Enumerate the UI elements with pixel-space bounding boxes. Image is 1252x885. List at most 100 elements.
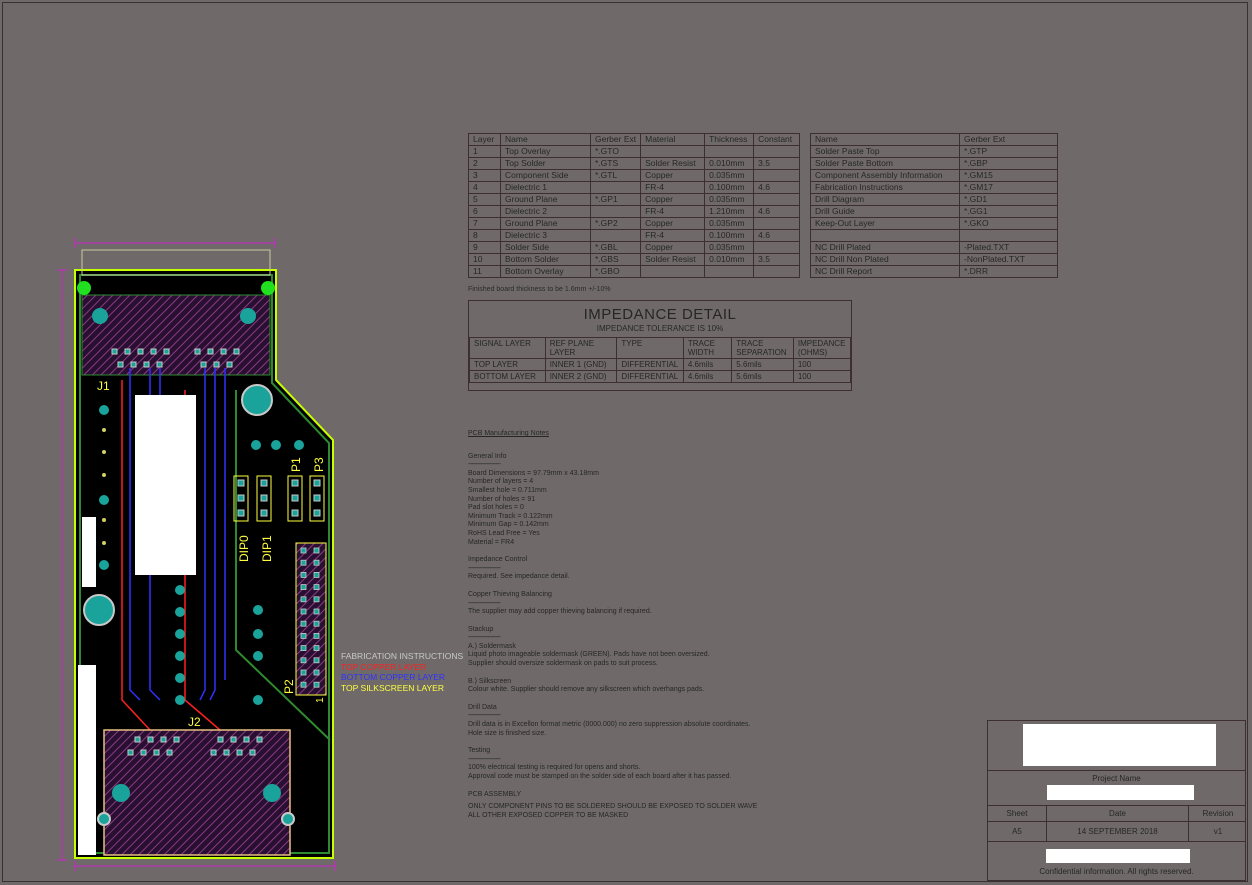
- stack-cell: Material: [640, 133, 706, 146]
- stack-cell: Ground Plane: [500, 217, 591, 230]
- j1-mount-pad-left: [77, 281, 91, 295]
- output-cell: *.GG1: [959, 205, 1058, 218]
- output-row: Solder Paste Bottom*.GBP: [810, 157, 1058, 170]
- company-placeholder: [1046, 849, 1190, 863]
- output-cell: *.GD1: [959, 193, 1058, 206]
- silkscreen-line: Colour white. Supplier should remove any…: [468, 686, 705, 694]
- stack-cell: *.GTS: [589, 157, 642, 170]
- stack-cell: Gerber Ext: [589, 133, 642, 146]
- stack-cell: Top Overlay: [500, 145, 591, 158]
- output-cell: NC Drill Report: [810, 265, 960, 278]
- j2-mount-pad-left: [97, 812, 111, 826]
- stack-cell: 4.6: [753, 205, 801, 218]
- stack-cell: [753, 217, 801, 230]
- thieving-line: The supplier may add copper thieving bal…: [468, 608, 652, 616]
- p2-pin: [313, 572, 320, 578]
- left-via-column: [99, 405, 109, 570]
- stack-cell: Name: [500, 133, 591, 146]
- testing-line-2: Approval code must be stamped on the sol…: [468, 773, 732, 780]
- output-row: Solder Paste Top*.GTP: [810, 145, 1058, 158]
- stack-cell: 9: [468, 241, 501, 254]
- p2-pin: [300, 559, 307, 566]
- output-cell: Keep-Out Layer: [810, 217, 960, 230]
- j1-connector-body: [81, 294, 271, 376]
- output-cell: *.DRR: [959, 265, 1058, 278]
- stack-cell: [753, 265, 801, 278]
- project-name-placeholder: [1047, 785, 1194, 800]
- stack-cell: 0.100mm: [704, 229, 755, 242]
- impedance-cell: TYPE: [616, 337, 684, 359]
- stack-cell: Copper: [640, 169, 706, 182]
- stack-cell: 0.010mm: [704, 157, 755, 170]
- j1-hole-right: [240, 308, 256, 324]
- testing-line-1: 100% electrical testing is required for …: [468, 764, 641, 772]
- p2-header-body: [295, 542, 327, 696]
- board-thickness-note: Finished board thickness to be 1.6mm +/-…: [468, 286, 611, 293]
- stack-cell: Solder Resist: [640, 157, 706, 170]
- center-via-column: [175, 440, 304, 705]
- stack-cell: 2: [468, 157, 501, 170]
- stackup-title: Stackup: [468, 625, 494, 633]
- output-row: Fabrication Instructions*.GM17: [810, 181, 1058, 194]
- stack-cell: 0.010mm: [704, 253, 755, 266]
- label-dip1: DIP1: [260, 535, 274, 562]
- p2-pin: [300, 608, 307, 615]
- impedance-cell: TRACE WIDTH: [682, 337, 733, 359]
- mount-hole-right: [241, 384, 273, 416]
- j2-hole-right: [263, 784, 281, 802]
- output-cell: -Plated.TXT: [959, 241, 1058, 254]
- stack-cell: *.GP2: [589, 217, 642, 230]
- drill-title: Drill Data: [468, 703, 497, 711]
- output-cell: [959, 229, 1058, 242]
- impedance-cell: 5.6mils: [731, 358, 794, 371]
- stack-cell: [640, 265, 706, 278]
- notes-heading: PCB Manufacturing Notes: [468, 430, 549, 437]
- pcb-drawing[interactable]: J1 J2 P1 P3 P2 1 DIP0 DIP1: [0, 0, 460, 885]
- j1-silkscreen: [81, 249, 271, 276]
- dip-headers: [233, 475, 325, 522]
- impedance-cell: TRACE SEPARATION: [731, 337, 794, 359]
- fabrication-legend: FABRICATION INSTRUCTIONS TOP COPPER LAYE…: [341, 651, 463, 693]
- stack-cell: Constant: [753, 133, 801, 146]
- inner-plane-outline: [235, 390, 331, 741]
- impedance-cell: 4.6mils: [682, 370, 733, 383]
- impedance-cell: DIFFERENTIAL: [616, 358, 684, 371]
- stack-cell: Copper: [640, 241, 706, 254]
- output-cell: Solder Paste Top: [810, 145, 960, 158]
- assembly-title: PCB ASSEMBLY: [468, 790, 522, 798]
- dimension-lines: [57, 238, 336, 871]
- stack-cell: Thickness: [704, 133, 755, 146]
- impedance-detail: IMPEDANCE DETAIL IMPEDANCE TOLERANCE IS …: [468, 300, 852, 391]
- output-cell: *.GKO: [959, 217, 1058, 230]
- title-block: Project Name Sheet Date Revision A5 14 S…: [987, 720, 1246, 881]
- j2-pins: [127, 736, 263, 756]
- output-row: NC Drill Non Plated-NonPlated.TXT: [810, 253, 1058, 266]
- stack-cell: *.GBL: [589, 241, 642, 254]
- p2-header-pins: [300, 547, 320, 688]
- stack-cell: [589, 181, 642, 194]
- logo-placeholder: [1023, 724, 1216, 766]
- stack-cell: Copper: [640, 217, 706, 230]
- label-p3: P3: [312, 457, 326, 472]
- stack-cell: 11: [468, 265, 501, 278]
- p2-pin: [300, 681, 307, 688]
- stack-cell: 8: [468, 229, 501, 242]
- manufacturing-notes: PCB Manufacturing Notes General Info ---…: [468, 430, 808, 820]
- output-cell: -NonPlated.TXT: [959, 253, 1058, 266]
- impedance-cell: INNER 1 (GND): [544, 358, 618, 371]
- stack-cell: [704, 265, 755, 278]
- impedance-cell: INNER 2 (GND): [544, 370, 618, 383]
- j2-mount-pad-right: [281, 812, 295, 826]
- stack-cell: 4.6: [753, 181, 801, 194]
- stack-cell: 4: [468, 181, 501, 194]
- stack-cell: 3.5: [753, 253, 801, 266]
- impedance-cell: 100: [792, 358, 852, 371]
